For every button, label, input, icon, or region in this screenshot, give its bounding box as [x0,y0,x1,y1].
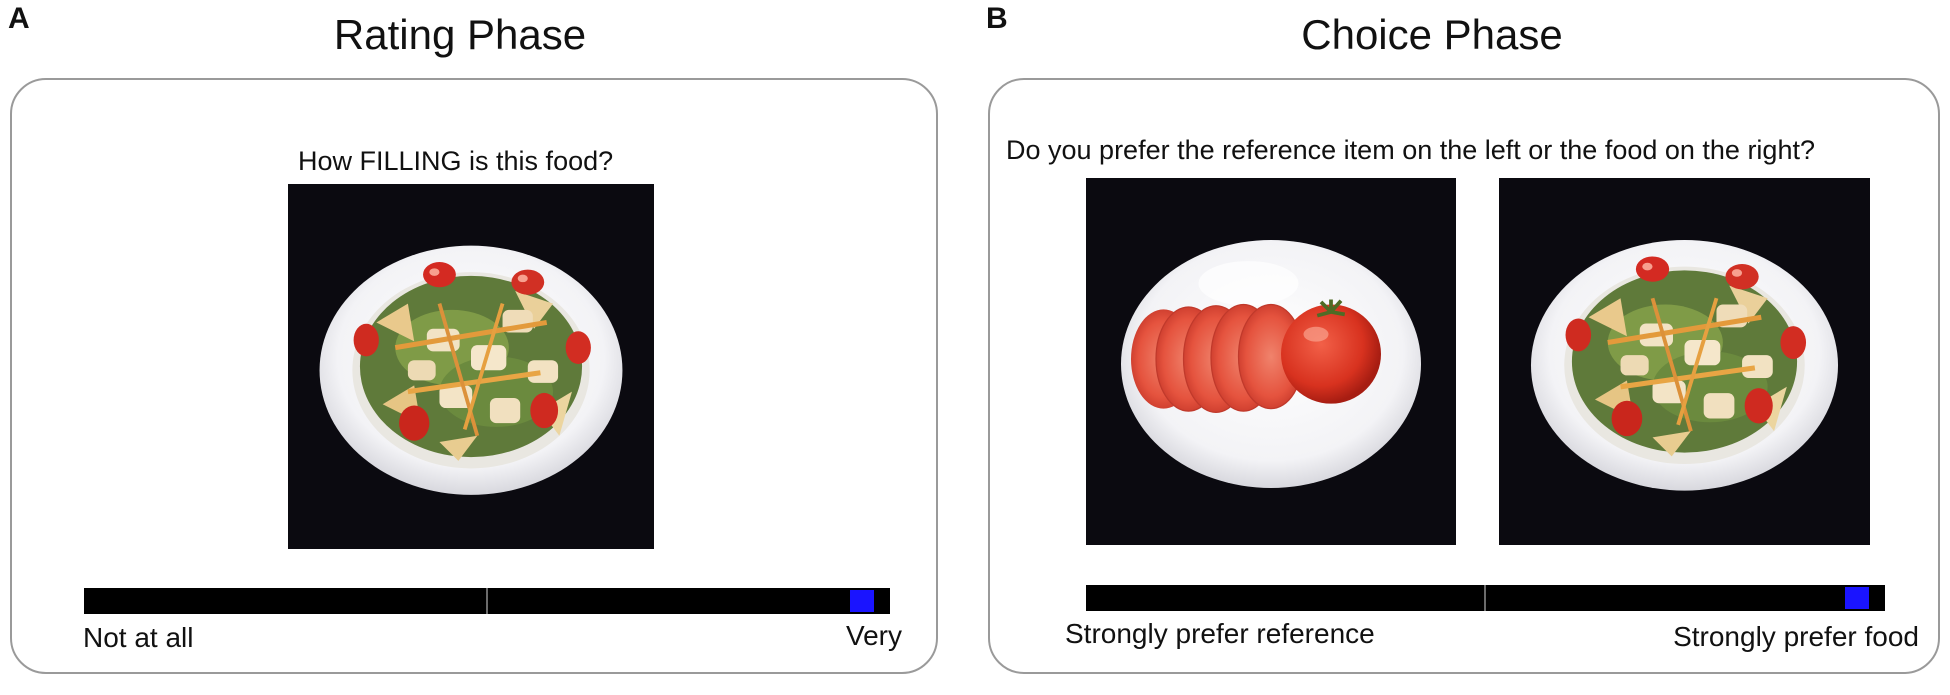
rating-food-image [288,184,654,549]
rating-slider-track[interactable] [84,588,890,614]
sliced-tomato-photo [1119,238,1423,490]
reference-food-image[interactable] [1086,178,1456,545]
choice-phase-title: Choice Phase [1301,11,1563,58]
choice-slider-track[interactable] [1086,585,1885,611]
choice-food-image[interactable] [1499,178,1870,545]
rating-slider-midpoint [486,588,488,614]
salad-plate-photo [1499,178,1870,545]
rating-prompt: How FILLING is this food? [298,146,614,176]
panel-a-letter: A [8,2,30,35]
rating-slider-thumb[interactable] [849,590,874,612]
rating-phase-title: Rating Phase [333,11,587,58]
rating-scale-left-label: Not at all [83,622,194,653]
salad-plate-photo [288,184,654,549]
rating-scale-right-label: Very [845,620,902,651]
panel-b-letter: B [986,2,1008,35]
choice-screen: Do you prefer the reference item on the … [988,78,1940,674]
choice-slider-midpoint [1484,585,1486,611]
choice-scale-right-label: Strongly prefer food [1673,621,1919,652]
rating-screen: How FILLING is this food? Not at all Ver… [10,78,938,674]
choice-scale-left-label: Strongly prefer reference [1065,618,1375,649]
choice-prompt: Do you prefer the reference item on the … [1006,135,1815,165]
choice-slider-thumb[interactable] [1845,587,1870,609]
